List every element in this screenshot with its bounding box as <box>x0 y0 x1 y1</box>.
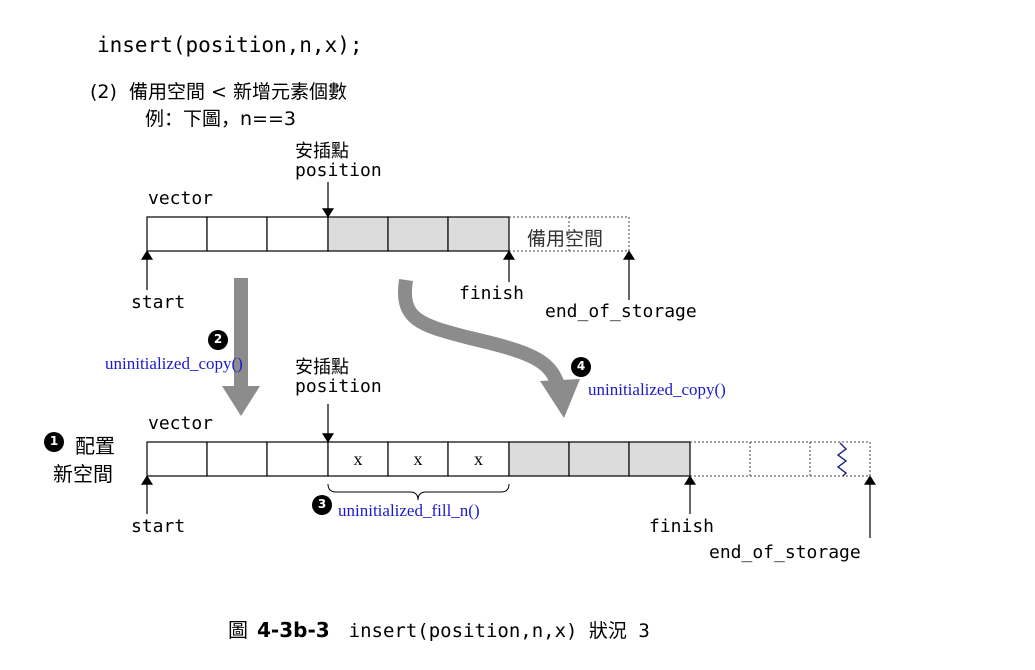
step-number-4: 4 <box>576 359 586 373</box>
bottom-spare-outline <box>690 441 871 477</box>
bottom-cell-6 <box>447 441 510 477</box>
step-badge-1 <box>44 432 64 452</box>
bottom-vector-label: vector <box>148 413 214 434</box>
step-number-1: 1 <box>49 434 59 448</box>
top-eos-label: end_of_storage <box>545 301 697 322</box>
bottom-insert-point-cn: 安插點 <box>295 357 349 378</box>
caption-text: insert(position,n,x) 狀況 3 <box>348 620 650 642</box>
step-number-3: 3 <box>317 497 327 511</box>
alloc-label-line2: 新空間 <box>53 462 113 486</box>
top-cell-2 <box>206 216 268 252</box>
bottom-start-label: start <box>131 516 186 537</box>
fill-brace <box>327 483 510 501</box>
caption-prefix: 圖 <box>228 618 248 642</box>
step-number-2: 2 <box>213 332 223 346</box>
step-badge-4 <box>571 357 591 377</box>
figure-caption: 圖 4-3b-3 insert(position,n,x) 狀況 3 <box>228 614 650 643</box>
top-finish-label: finish <box>459 283 525 304</box>
step-2-func: uninitialized_copy() <box>105 354 243 373</box>
top-cell-5 <box>387 216 449 252</box>
fill-cell-value: x <box>353 449 363 469</box>
top-vector-label: vector <box>148 188 214 209</box>
copy-arrow-4 <box>398 278 580 418</box>
top-cell-6 <box>447 216 510 252</box>
top-cell-1 <box>146 216 208 252</box>
step-badge-2 <box>208 330 228 350</box>
caption-number: 4-3b-3 <box>257 618 330 642</box>
bottom-finish-label: finish <box>649 516 715 537</box>
bottom-position-label: position <box>295 376 382 397</box>
top-position-label: position <box>295 160 382 181</box>
bottom-cell-2 <box>206 441 268 477</box>
step-3-func: uninitialized_fill_n() <box>338 501 480 520</box>
top-start-label: start <box>131 292 186 313</box>
step-badge-3 <box>312 495 332 515</box>
bottom-cell-8 <box>568 441 630 477</box>
bottom-eos-label: end_of_storage <box>709 542 861 563</box>
top-cell-3 <box>266 216 329 252</box>
step-4-func: uninitialized_copy() <box>588 380 726 399</box>
bottom-cell-9 <box>628 441 691 477</box>
break-zigzag-icon <box>836 442 848 477</box>
code-line: insert(position,n,x); <box>97 33 363 57</box>
top-spare-text: 備用空間 <box>527 228 604 250</box>
bottom-cell-4 <box>327 441 389 477</box>
example-line: 例：下圖，n==3 <box>145 108 296 130</box>
fill-cell-value: x <box>474 449 483 469</box>
bottom-cell-3 <box>266 441 329 477</box>
top-cell-4 <box>327 216 389 252</box>
copy-arrow-2 <box>222 278 260 416</box>
top-vector <box>146 216 630 252</box>
fill-cell-value: x <box>413 449 423 469</box>
case-line: (2) 備用空間 < 新增元素個數 <box>90 81 347 103</box>
bottom-vector <box>146 441 871 477</box>
bottom-cell-7 <box>508 441 570 477</box>
top-insert-point-cn: 安插點 <box>295 141 349 162</box>
alloc-label-line1: 配置 <box>75 434 115 458</box>
bottom-cell-1 <box>146 441 208 477</box>
